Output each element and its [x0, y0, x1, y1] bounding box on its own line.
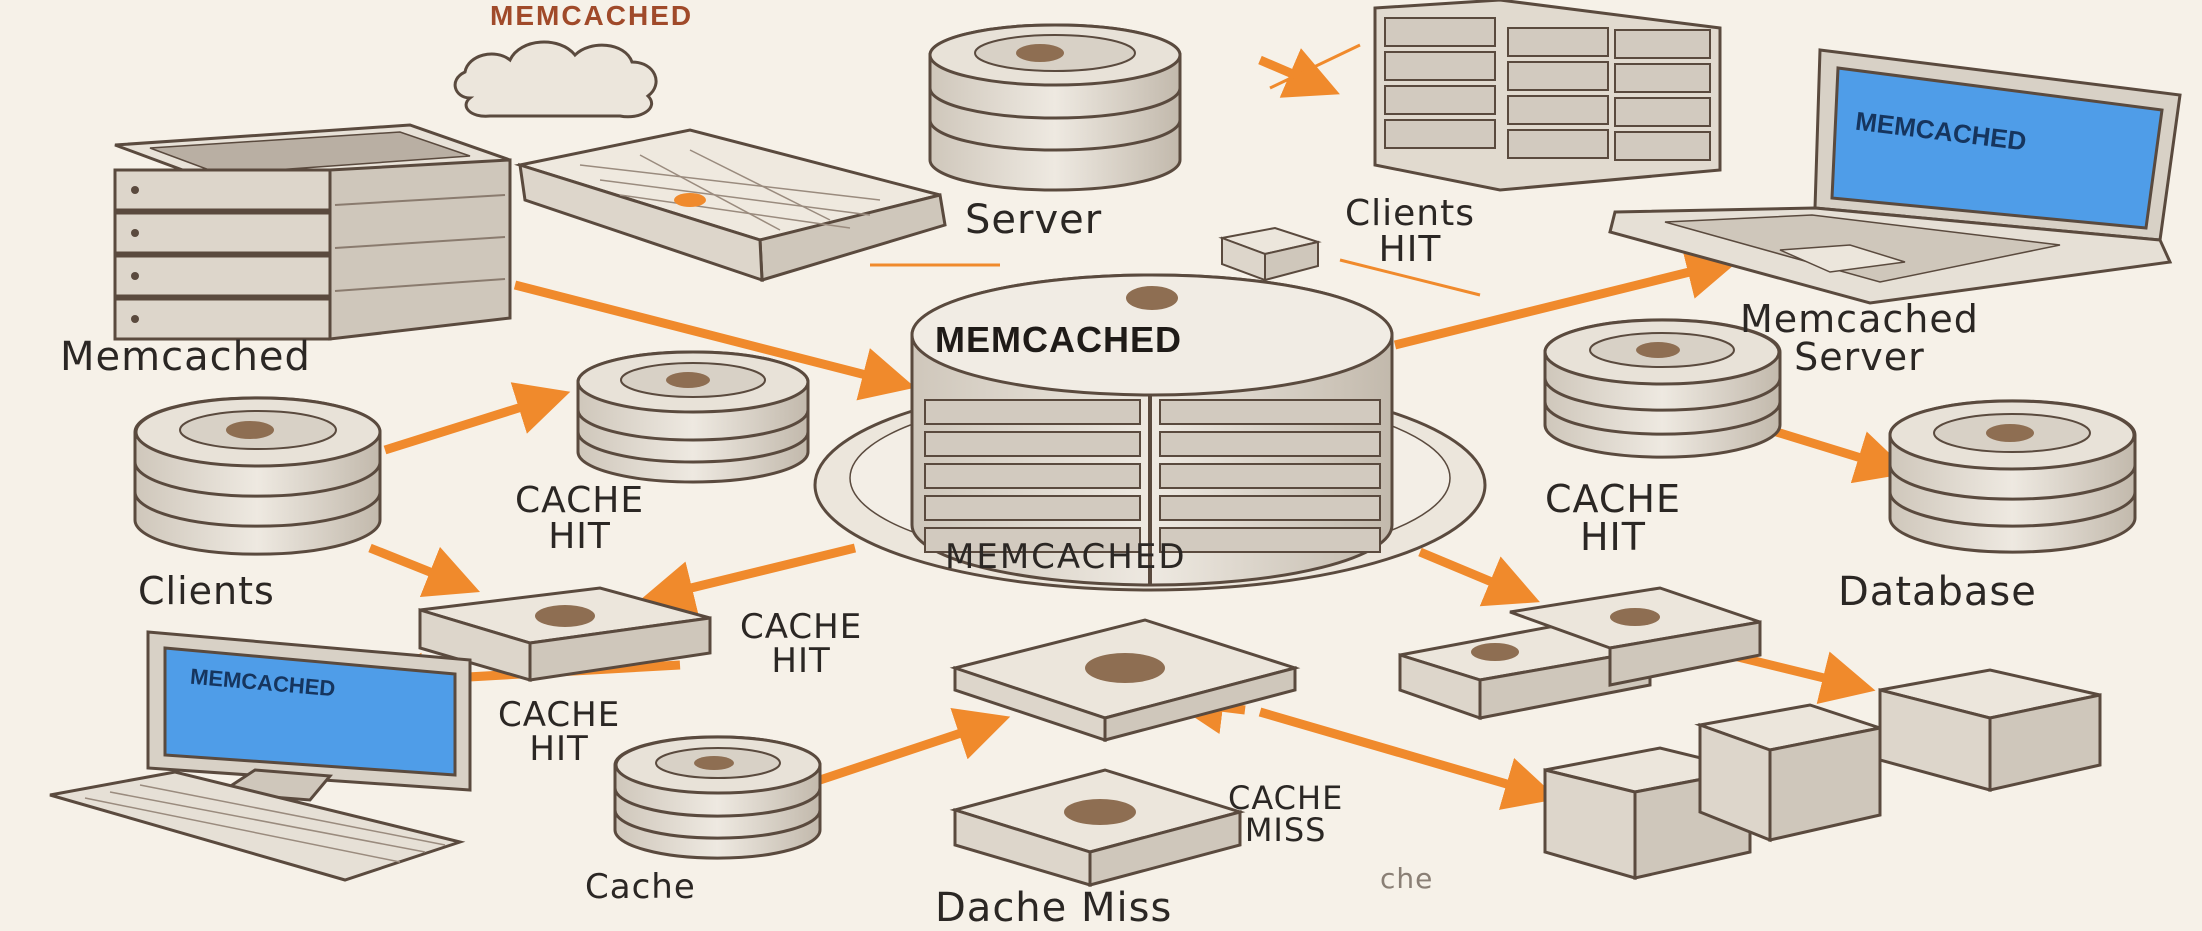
database-disk-stack-icon — [1888, 399, 2137, 554]
server-disk-stack-icon — [928, 23, 1182, 192]
cloud-icon — [453, 40, 658, 119]
server-label: Server — [965, 197, 1103, 243]
database-label: Database — [1838, 569, 2037, 615]
arrow-center-to-right-box — [1418, 547, 1540, 607]
server-rack-icon — [113, 123, 512, 341]
cache-box-center-icon — [949, 618, 1301, 743]
clients-label: Clients — [138, 569, 275, 613]
cache-box-right-icon — [1398, 586, 1762, 721]
che-fragment-label: che — [1380, 862, 1434, 895]
cache-box-bottom-icon — [949, 768, 1246, 888]
cache-hit-label-3: CACHE HIT — [740, 607, 863, 681]
cache-hit-label-1: CACHE HIT — [515, 480, 645, 557]
top-server-rack-icon — [1373, 0, 1722, 192]
cache-bottom-label: Cache — [585, 867, 696, 907]
cache-disk-stack-icon — [576, 350, 810, 484]
small-cube-icon — [1218, 226, 1322, 282]
memcached-server-label: Memcached Server — [1740, 297, 1979, 379]
cache-hit-label-4: CACHE HIT — [498, 695, 621, 769]
laptop-icon — [1608, 48, 2182, 305]
arrow-clients-down — [368, 543, 481, 598]
clients-disk-stack-icon — [133, 396, 382, 556]
monitor-icon — [49, 630, 472, 882]
center-brand-label: MEMCACHED — [935, 319, 1182, 360]
top-title: MEMCACHED — [490, 0, 694, 31]
arrow-miss-to-cube — [1258, 707, 1559, 810]
memcached-left-label: Memcached — [60, 334, 311, 380]
cache-hit-label-2: CACHE HIT — [1545, 477, 1681, 559]
cache-box-left-icon — [418, 586, 712, 682]
document-icon — [514, 128, 947, 283]
bottom-disk-stack-icon — [613, 735, 822, 860]
arrow-memcached-to-center — [513, 280, 916, 401]
thin-links — [870, 43, 1481, 297]
right-disk-stack-icon — [1543, 318, 1782, 459]
clients-hit-label: Clients HIT — [1345, 193, 1475, 270]
cube-c-icon — [1878, 668, 2102, 792]
memcached-diagram — [49, 0, 2182, 888]
center-ring-label: MEMCACHED — [945, 537, 1187, 577]
central-memcached-server — [813, 273, 1487, 592]
cube-b-icon — [1694, 703, 1886, 843]
cache-miss-label: CACHE MISS — [1228, 779, 1344, 849]
arrow-right-box-to-cube — [1728, 650, 1876, 704]
arrow-clients-to-cache — [383, 382, 571, 455]
arrow-center-to-box — [639, 543, 857, 614]
arrow-cache-to-box — [818, 708, 1011, 785]
arrow-cachehit-to-database — [1768, 425, 1911, 484]
arrow-center-to-laptop — [1393, 246, 1741, 350]
cache-miss-bottom-label: Dache Miss — [935, 885, 1173, 931]
